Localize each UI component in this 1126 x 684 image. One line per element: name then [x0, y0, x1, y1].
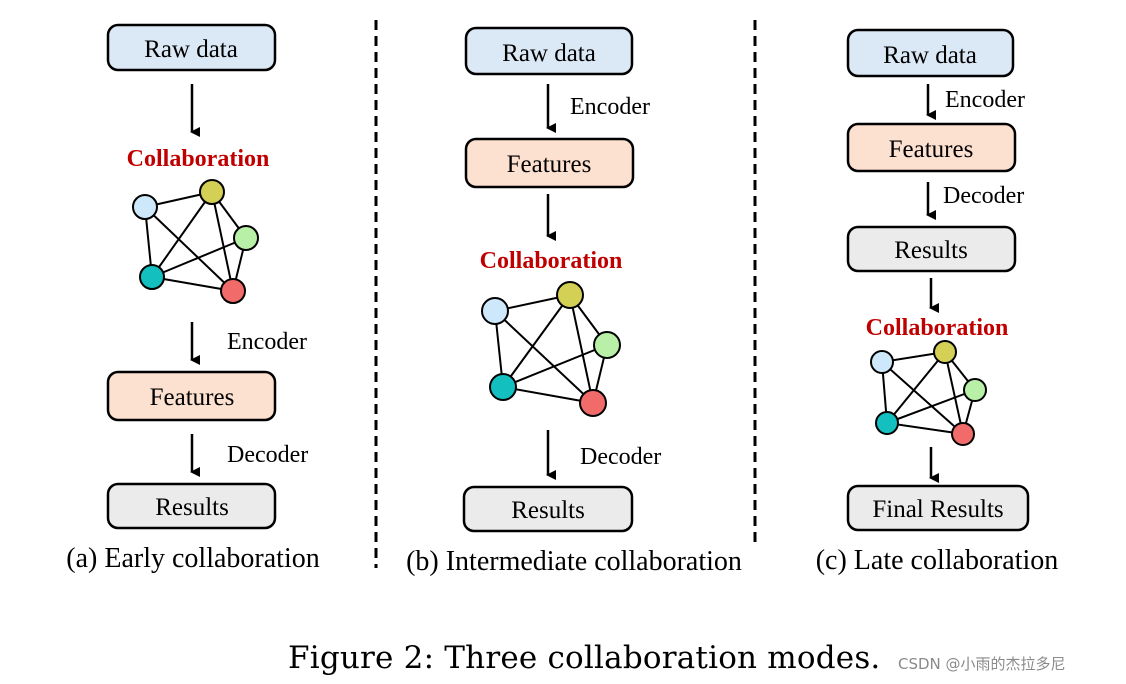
node-green	[233, 225, 259, 251]
node-blue	[132, 194, 158, 220]
node-olive	[199, 179, 225, 205]
collaboration-label: Collaboration	[480, 248, 623, 274]
node-teal	[875, 411, 899, 435]
panel-early: Raw data Collaboration Encoder	[66, 23, 320, 574]
encoder-label: Encoder	[227, 329, 307, 355]
final-results-label: Final Results	[872, 496, 1003, 523]
node-blue	[870, 350, 894, 374]
results-box	[846, 225, 1017, 273]
results-box	[106, 482, 277, 530]
results-box	[462, 485, 634, 533]
encoder-label: Encoder	[570, 94, 650, 120]
watermark: CSDN @小雨的杰拉多尼	[898, 655, 1066, 673]
node-blue	[481, 297, 509, 325]
raw-data-box	[464, 26, 634, 76]
features-box	[464, 137, 635, 189]
node-green	[593, 331, 621, 359]
collaboration-label: Collaboration	[866, 315, 1009, 341]
final-results-box	[846, 484, 1030, 532]
results-label: Results	[155, 494, 229, 521]
node-green	[963, 378, 987, 402]
node-teal	[489, 373, 517, 401]
raw-data-label: Raw data	[502, 40, 596, 67]
node-olive	[556, 281, 584, 309]
raw-data-label: Raw data	[144, 36, 238, 63]
results-label: Results	[511, 497, 585, 524]
panel-intermediate: Raw data Encoder Features Collaboration	[406, 26, 742, 577]
collaboration-graph	[481, 281, 621, 417]
raw-data-label: Raw data	[883, 42, 977, 69]
panel-caption: (c) Late collaboration	[816, 545, 1059, 576]
results-label: Results	[894, 237, 968, 264]
node-teal	[139, 264, 165, 290]
raw-data-box	[106, 23, 277, 72]
features-box	[106, 370, 277, 422]
node-red	[951, 422, 975, 446]
node-olive	[933, 340, 957, 364]
figure-caption: Figure 2: Three collaboration modes.	[288, 640, 881, 676]
features-box	[846, 122, 1017, 173]
collaboration-graph	[870, 340, 987, 446]
decoder-label: Decoder	[580, 444, 661, 470]
encoder-label: Encoder	[945, 87, 1025, 113]
features-label: Features	[150, 384, 235, 411]
decoder-label: Decoder	[943, 183, 1024, 209]
decoder-label: Decoder	[227, 442, 308, 468]
collaboration-label: Collaboration	[127, 146, 270, 172]
node-red	[220, 278, 246, 304]
panel-caption: (a) Early collaboration	[66, 543, 319, 574]
panel-caption: (b) Intermediate collaboration	[406, 546, 742, 577]
panel-late: Raw data Encoder Features Decoder Result…	[816, 28, 1059, 576]
features-label: Features	[889, 136, 974, 163]
features-label: Features	[507, 151, 592, 178]
raw-data-box	[846, 28, 1015, 78]
node-red	[579, 389, 607, 417]
collaboration-graph	[132, 179, 259, 304]
